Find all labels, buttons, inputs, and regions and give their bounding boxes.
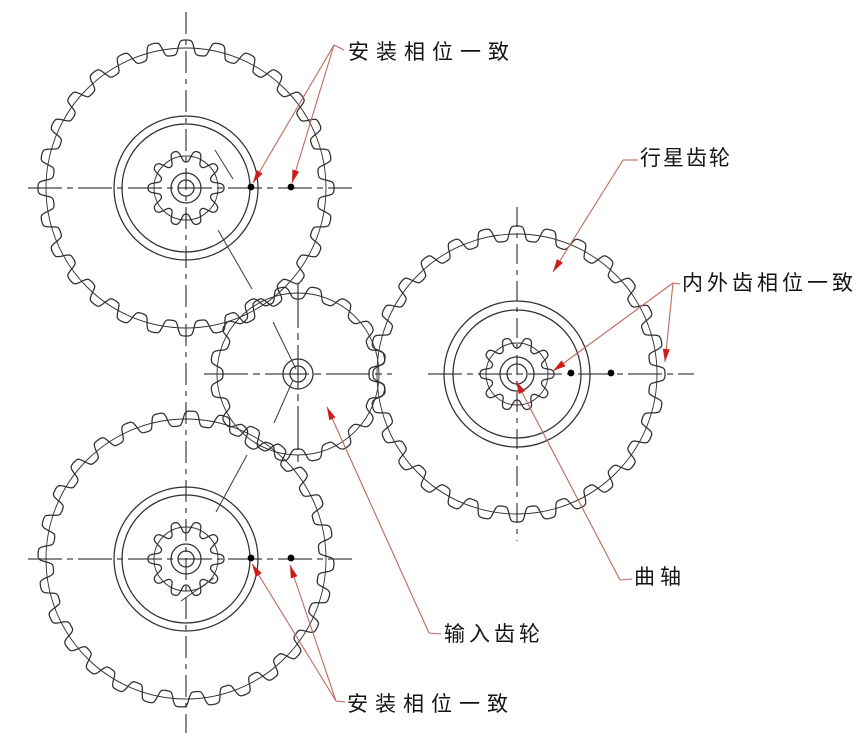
hub-circle (177, 179, 195, 197)
gear-teeth-outline (37, 410, 335, 708)
phase-dot (567, 369, 575, 377)
phase-mark-line (272, 321, 297, 370)
hub-circle (177, 550, 195, 568)
leader-arrow-head (516, 381, 526, 395)
leader-line (289, 564, 337, 702)
phase-dot (287, 183, 295, 191)
inner-pitch-circle (153, 526, 219, 592)
inner-pitch-circle (153, 155, 219, 221)
label-planet-gear: 行星齿轮 (640, 147, 732, 170)
phase-mark-line (273, 379, 294, 424)
label-inner-outer-teeth-phase: 内外齿相位一致 (682, 272, 857, 295)
rim-circle (113, 115, 259, 261)
phase-dot (247, 554, 255, 562)
hub-circle (499, 356, 535, 392)
phase-marks (180, 149, 297, 602)
leader-arrow-head (553, 259, 563, 272)
inner-pitch-circle (485, 342, 549, 406)
phase-dots (247, 183, 615, 562)
leader-line (252, 44, 335, 184)
leader-line (333, 44, 345, 51)
gear-teeth-outline (210, 286, 386, 462)
leader-arrow-head (290, 565, 298, 579)
leader-line (335, 700, 346, 703)
label-input-gear: 输入齿轮 (444, 623, 544, 646)
inner-gear-outline (147, 150, 225, 226)
leader-line (552, 282, 674, 372)
leader-arrow-head (253, 170, 263, 183)
leader-line (664, 282, 674, 363)
leader-arrow-head (553, 360, 566, 371)
rim-circle (452, 309, 582, 439)
leader-line (515, 380, 621, 581)
label-install-phase-bottom: 安装相位一致 (347, 693, 515, 716)
leader-line (428, 632, 442, 635)
leader-arrow-head (292, 169, 300, 183)
leader-line (619, 578, 633, 581)
input-gear (210, 286, 386, 462)
leader-arrow-head (327, 407, 336, 421)
pitch-circle (216, 292, 380, 456)
phase-mark-line (180, 577, 215, 602)
gear-teeth-outline (368, 225, 666, 523)
planet-gear-right (368, 225, 666, 523)
leader-line (552, 159, 624, 273)
leader-arrow-head (252, 564, 262, 577)
phase-mark-line (214, 149, 234, 180)
label-crankshaft: 曲轴 (634, 566, 686, 589)
hub-circle (282, 358, 314, 390)
leader-line (291, 44, 335, 184)
label-install-phase-top: 安装相位一致 (348, 41, 516, 64)
leader-lines (251, 44, 681, 703)
pitch-circle (376, 233, 658, 515)
inner-gear-outline (479, 337, 555, 411)
hub-circle (289, 365, 307, 383)
leader-arrow-head (662, 348, 670, 362)
pitch-circle (45, 47, 327, 329)
leader-line (251, 563, 337, 702)
leader-line (672, 282, 681, 285)
centerlines (28, 12, 694, 733)
rim-circle (113, 486, 259, 632)
phase-mark-line (217, 229, 253, 290)
phase-mark-line (215, 454, 248, 513)
leader-line (326, 406, 430, 634)
gear-teeth-outline (37, 39, 335, 337)
phase-dot (247, 183, 255, 191)
inner-gear-outline (147, 521, 225, 597)
hub-circle (170, 172, 202, 204)
phase-dot (287, 554, 295, 562)
pitch-circle (45, 418, 327, 700)
hub-circle (170, 543, 202, 575)
phase-dot (607, 369, 615, 377)
rim-circle (443, 300, 591, 448)
